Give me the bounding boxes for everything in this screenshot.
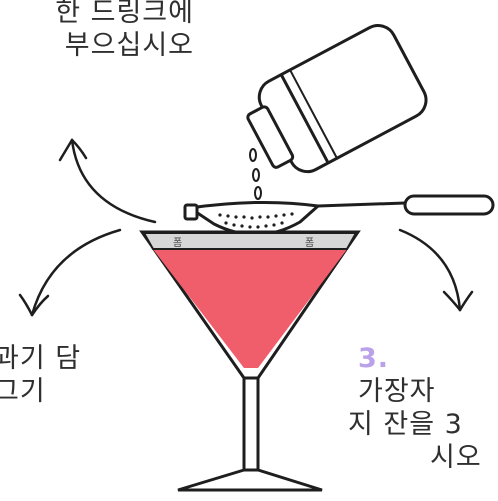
- step-pour-line1: 한 드링크에: [0, 0, 194, 29]
- step-chill-line1: 3. 가장자: [358, 342, 498, 408]
- step-strain-line1: 과기 담: [0, 342, 81, 375]
- step-pour-line2: 부으십시오: [0, 29, 194, 62]
- step-number: 3.: [358, 343, 389, 374]
- shaker-icon: [237, 19, 432, 186]
- step-strain-line2: 그기: [0, 375, 81, 408]
- foam-label: 폼: [173, 234, 182, 249]
- strainer-icon: [185, 196, 493, 236]
- step-chill-line1-text: 가장자: [358, 375, 498, 408]
- step-chill-caption: 3. 가장자 지 잔을 3 시오: [358, 342, 498, 474]
- step-strain-caption: 과기 담 그기: [0, 342, 81, 408]
- drops-icon: [250, 149, 261, 199]
- foam-label: 폼: [305, 234, 314, 249]
- step-pour-caption: 한 드링크에 부으십시오: [0, 0, 194, 62]
- step-chill-line3: 시오: [430, 441, 498, 474]
- step-chill-line2: 지 잔을 3: [348, 408, 498, 441]
- martini-glass-icon: [142, 232, 358, 490]
